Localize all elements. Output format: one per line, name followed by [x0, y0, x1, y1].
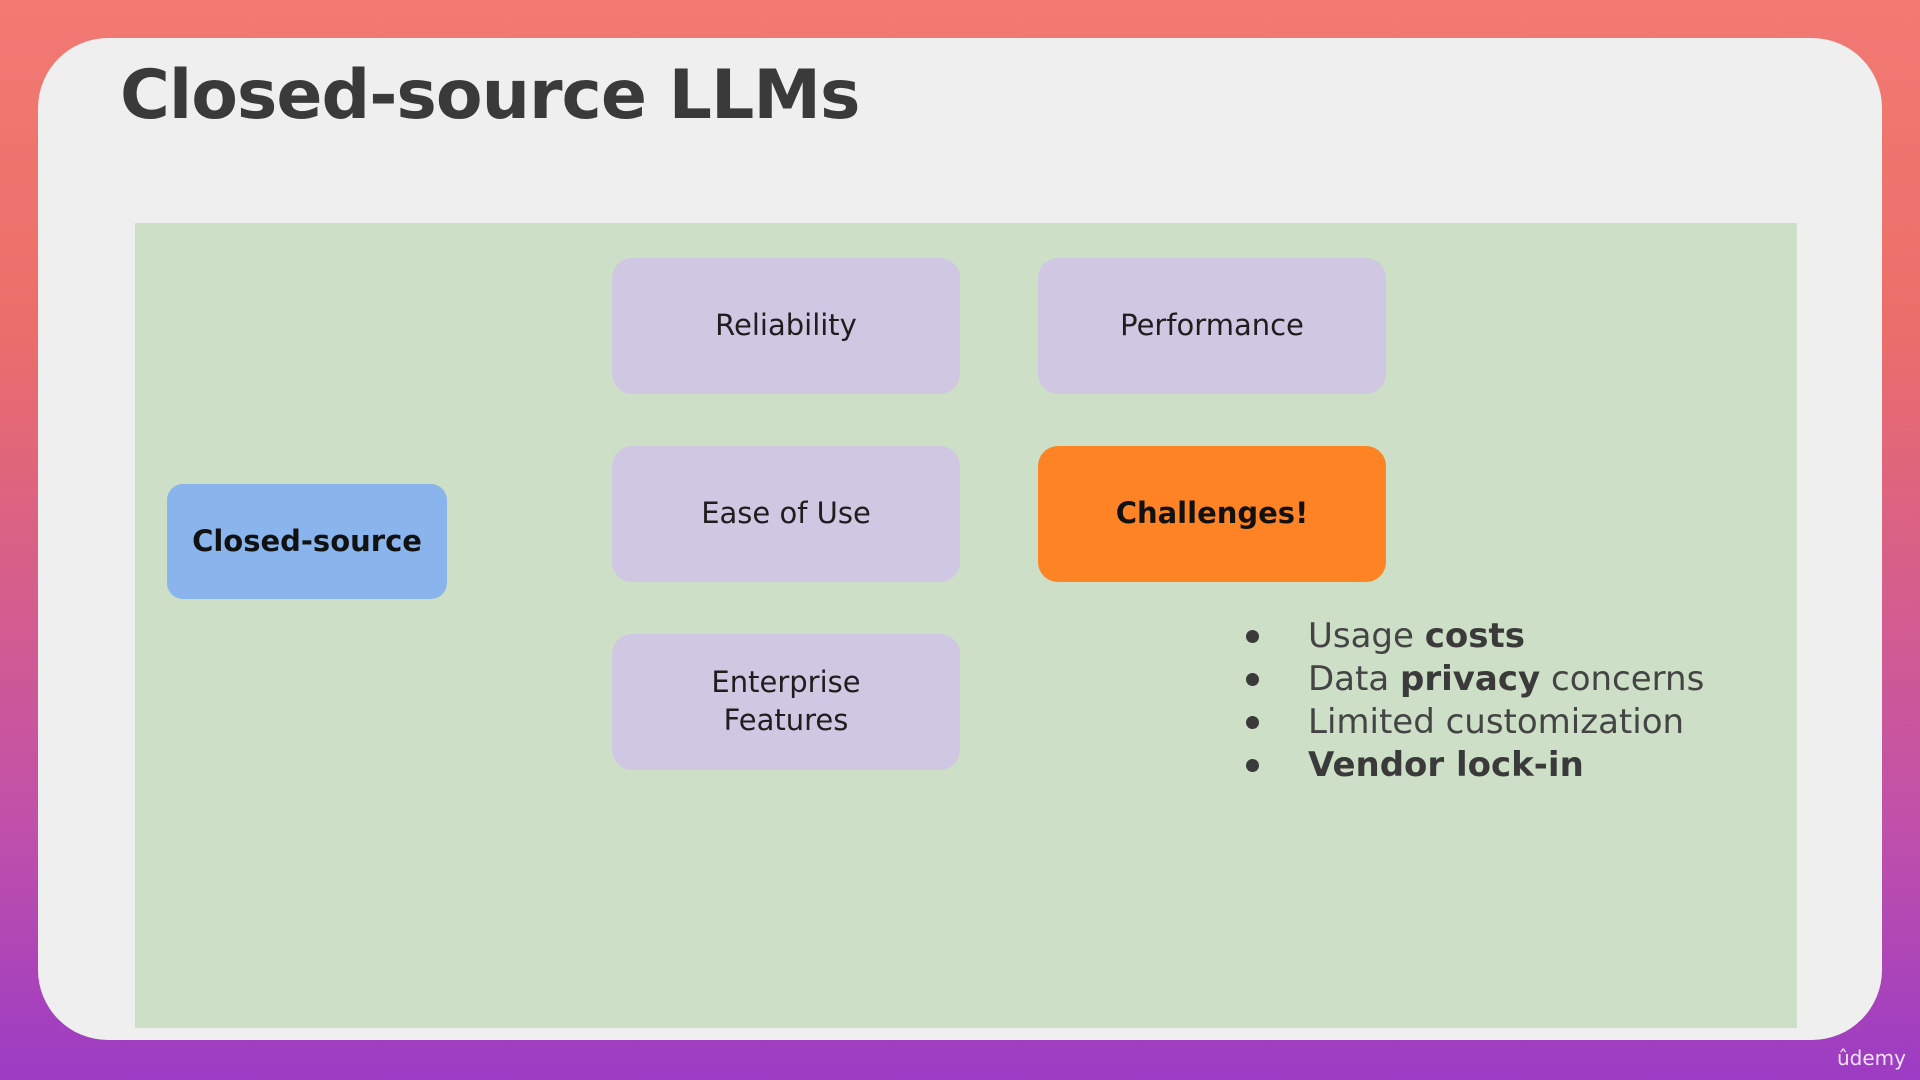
- challenge-text-tail: concerns: [1540, 659, 1705, 699]
- performance-box: Performance: [1038, 258, 1386, 394]
- challenge-text: Usage: [1308, 616, 1425, 656]
- reliability-box: Reliability: [612, 258, 960, 394]
- bullet-icon: [1246, 673, 1259, 686]
- diagram-area: Closed-source Reliability Performance Ea…: [135, 223, 1797, 1028]
- bullet-icon: [1246, 759, 1259, 772]
- enterprise-line-2: Features: [723, 703, 849, 737]
- challenge-text: Data: [1308, 659, 1400, 699]
- challenge-item-vendor-lock-in: Vendor lock-in: [1240, 744, 1704, 787]
- slide-card: Closed-source LLMs Closed-source Reliabi…: [38, 38, 1882, 1040]
- closed-source-box: Closed-source: [167, 484, 447, 599]
- challenge-emphasis: privacy: [1400, 659, 1541, 699]
- challenges-list: Usage costs Data privacy concerns Limite…: [1240, 615, 1704, 787]
- slide-title: Closed-source LLMs: [120, 56, 860, 135]
- enterprise-features-box: Enterprise Features: [612, 634, 960, 770]
- enterprise-line-1: Enterprise: [711, 665, 861, 700]
- challenges-box: Challenges!: [1038, 446, 1386, 582]
- bullet-icon: [1246, 716, 1259, 729]
- bullet-icon: [1246, 630, 1259, 643]
- challenge-text: Limited customization: [1308, 702, 1685, 742]
- ease-of-use-box: Ease of Use: [612, 446, 960, 582]
- challenge-emphasis: Vendor lock-in: [1308, 745, 1584, 785]
- challenge-item-limited-customization: Limited customization: [1240, 701, 1704, 744]
- challenge-item-data-privacy: Data privacy concerns: [1240, 658, 1704, 701]
- challenge-emphasis: costs: [1424, 616, 1525, 656]
- challenge-item-usage-costs: Usage costs: [1240, 615, 1704, 658]
- udemy-watermark: ûdemy: [1837, 1046, 1906, 1070]
